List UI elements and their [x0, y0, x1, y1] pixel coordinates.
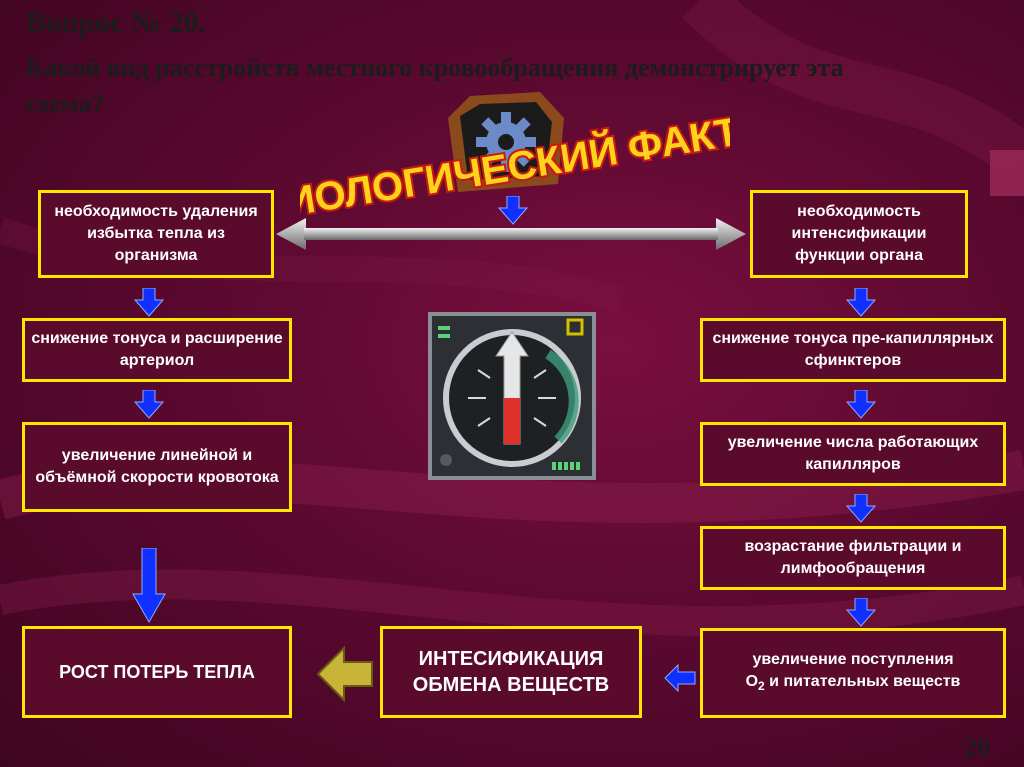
right-box-capillary-count: увеличение числа работающих капилляров: [700, 422, 1006, 486]
result-metabolism: ИНТЕСИФИКАЦИЯ ОБМЕНА ВЕЩЕСТВ: [380, 626, 642, 718]
arrow-down-icon: [498, 196, 528, 225]
arrow-left-icon: [316, 646, 373, 702]
arrow-down-icon: [134, 390, 164, 419]
left-box-arteriole-dilation: снижение тонуса и расширение артериол: [22, 318, 292, 382]
right-box-organ-function: необходимость интенсификации функции орг…: [750, 190, 968, 278]
arrow-down-icon: [846, 598, 876, 627]
long-arrow-down-icon: [132, 548, 166, 624]
arrow-down-icon: [134, 288, 164, 317]
question-text: Какой вид расстройств местного кровообра…: [26, 53, 844, 118]
page-number: 20: [964, 733, 990, 762]
right-box-nutrient-supply: увеличение поступления O2 и питательных …: [700, 628, 1006, 718]
right-box-sphincter-tone: снижение тонуса пре-капиллярных сфинктер…: [700, 318, 1006, 382]
arrow-down-icon: [846, 494, 876, 523]
nutrient-supply-line2: O2 и питательных веществ: [745, 672, 961, 694]
result-heat-loss: РОСТ ПОТЕРЬ ТЕПЛА: [22, 626, 292, 718]
left-box-blood-flow-speed: увеличение линейной и объёмной скорости …: [22, 422, 292, 512]
left-box-heat-removal: необходимость удаления избытка тепла из …: [38, 190, 274, 278]
right-box-filtration: возрастание фильтрации и лимфообращения: [700, 526, 1006, 590]
question-number: Вопрос № 20.: [26, 6, 206, 39]
thermometer-gauge-icon: [428, 312, 596, 480]
arrow-down-icon: [846, 390, 876, 419]
arrow-down-icon: [846, 288, 876, 317]
nutrient-supply-line1: увеличение поступления: [752, 650, 954, 668]
arrow-left-icon: [664, 664, 696, 692]
